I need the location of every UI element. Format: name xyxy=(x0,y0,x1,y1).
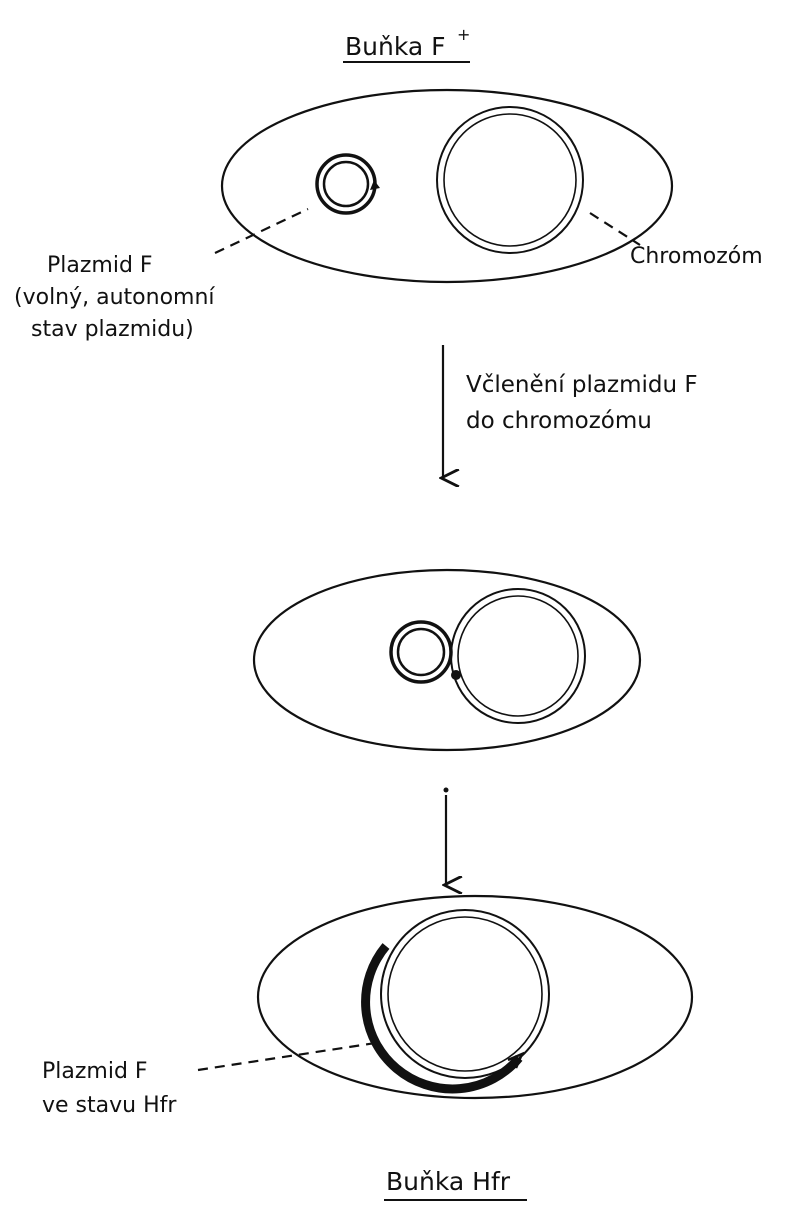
plasmid-free-label: Plazmid F (volný, autonomní stav plazmid… xyxy=(14,253,215,342)
top-title: Buňka F + xyxy=(343,25,470,62)
integration-step-label: Včlenění plazmidu F do chromozómu xyxy=(466,372,698,434)
plasmid-loop xyxy=(391,622,461,682)
chromosome-label: Chromozóm xyxy=(630,244,763,269)
chromosome-circle xyxy=(451,589,585,723)
plasmid-hfr-label-line2: ve stavu Hfr xyxy=(42,1093,177,1118)
arrow-dot xyxy=(444,788,449,793)
junction-point xyxy=(451,670,461,680)
plasmid-hfr-leader-line xyxy=(198,1042,382,1070)
bottom-title: Buňka Hfr xyxy=(384,1167,527,1200)
cell-f-plus xyxy=(222,90,672,282)
integration-step-line2: do chromozómu xyxy=(466,408,652,434)
top-title-text: Buňka F xyxy=(345,32,446,61)
integration-step-line1: Včlenění plazmidu F xyxy=(466,372,698,398)
plasmid-free-label-line3: stav plazmidu) xyxy=(31,317,194,342)
cell-membrane xyxy=(258,896,692,1098)
plasmid-free-leader-line xyxy=(215,209,308,253)
plasmid-hfr-label-line1: Plazmid F xyxy=(42,1059,148,1084)
chromosome-circle xyxy=(437,107,583,253)
plasmid-free-label-line2: (volný, autonomní xyxy=(14,285,215,310)
cell-intermediate xyxy=(254,570,640,750)
free-plasmid xyxy=(317,155,380,213)
plasmid-direction-arrow xyxy=(370,180,380,190)
plasmid-free-label-line1: Plazmid F xyxy=(47,253,153,278)
cell-hfr xyxy=(258,896,692,1098)
bottom-title-text: Buňka Hfr xyxy=(386,1167,511,1196)
top-title-superscript: + xyxy=(457,25,470,44)
cell-membrane xyxy=(254,570,640,750)
cell-membrane xyxy=(222,90,672,282)
plasmid-hfr-label: Plazmid F ve stavu Hfr xyxy=(42,1059,177,1118)
